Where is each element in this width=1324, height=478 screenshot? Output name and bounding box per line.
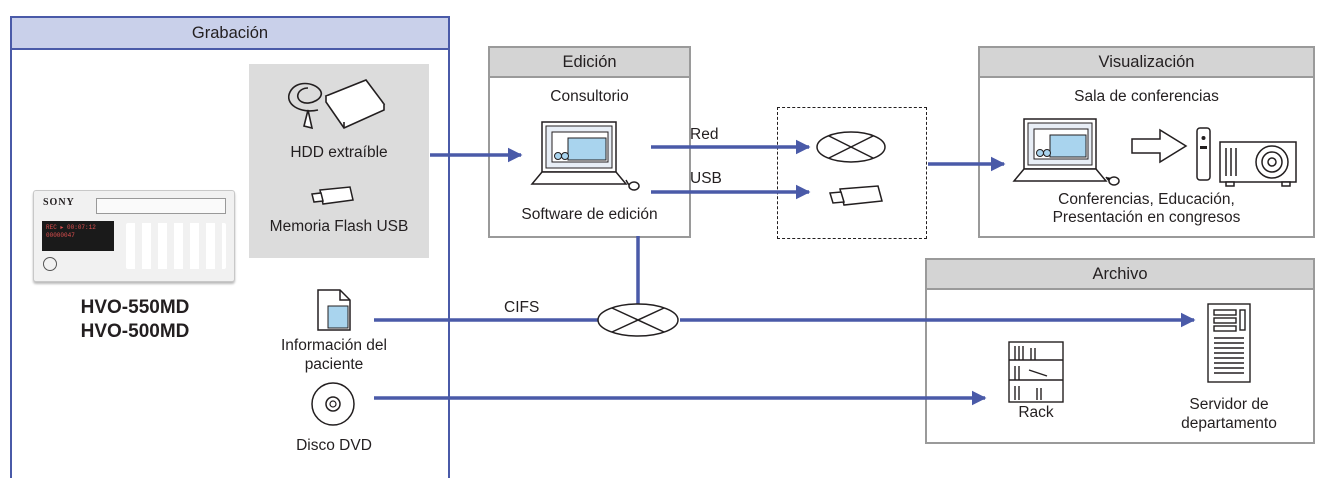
rack-icon	[1008, 341, 1064, 403]
editing-panel-header: Edición	[490, 48, 689, 78]
cifs-label: CIFS	[504, 299, 540, 316]
editing-laptop-icon	[530, 121, 640, 191]
recording-panel-title: Grabación	[191, 24, 269, 42]
output-arrow-icon	[1131, 128, 1188, 164]
archive-panel-header: Archivo	[927, 260, 1313, 290]
server-label: Servidor de departamento	[1181, 396, 1277, 432]
viewing-location: Sala de conferencias	[1074, 88, 1219, 105]
transfer-usb-icon	[829, 185, 883, 206]
viewing-laptop-icon	[1012, 118, 1120, 186]
front-display: REC ▸ 00:07:12 00000047	[42, 221, 114, 251]
dvd-disc-icon	[311, 382, 355, 426]
viewing-uses: Conferencias, Educación, Presentación en…	[1052, 191, 1241, 226]
editing-software-label: Software de edición	[521, 206, 658, 223]
cifs-hub-icon	[597, 303, 679, 337]
editing-location: Consultorio	[550, 88, 629, 105]
workflow-diagram: Grabación Edición Visualización Archivo	[10, 16, 1315, 478]
network-label: Red	[690, 126, 719, 143]
viewing-panel-title: Visualización	[1098, 53, 1195, 71]
connection-lines	[374, 131, 1196, 406]
usb-memory-label: Memoria Flash USB	[269, 218, 409, 235]
patient-info-label: Información del paciente	[281, 337, 387, 373]
usb-transfer-label: USB	[690, 170, 722, 187]
archive-panel-title: Archivo	[1092, 265, 1148, 283]
hvo-recorder-device: SONY REC ▸ 00:07:12 00000047	[33, 190, 235, 282]
hdd-label: HDD extraíble	[290, 144, 388, 161]
usb-flash-icon	[311, 186, 354, 205]
dvd-label: Disco DVD	[296, 437, 372, 454]
network-hub-icon	[816, 131, 886, 163]
disc-tray	[96, 198, 226, 214]
remote-control-icon	[1196, 127, 1211, 181]
projector-icon	[1219, 141, 1297, 187]
power-button	[43, 257, 57, 271]
external-hdd-icon	[287, 79, 386, 130]
rack-label: Rack	[1018, 404, 1054, 421]
viewing-panel-header: Visualización	[980, 48, 1313, 78]
transfer-dashed-box	[777, 107, 927, 239]
sony-logo: SONY	[43, 197, 75, 208]
document-icon	[317, 289, 351, 331]
server-icon	[1207, 303, 1251, 383]
editing-panel-title: Edición	[562, 53, 617, 71]
device-model-names: HVO-550MD HVO-500MD	[80, 297, 190, 342]
recording-panel-header: Grabación	[12, 18, 448, 50]
control-buttons	[126, 223, 226, 269]
